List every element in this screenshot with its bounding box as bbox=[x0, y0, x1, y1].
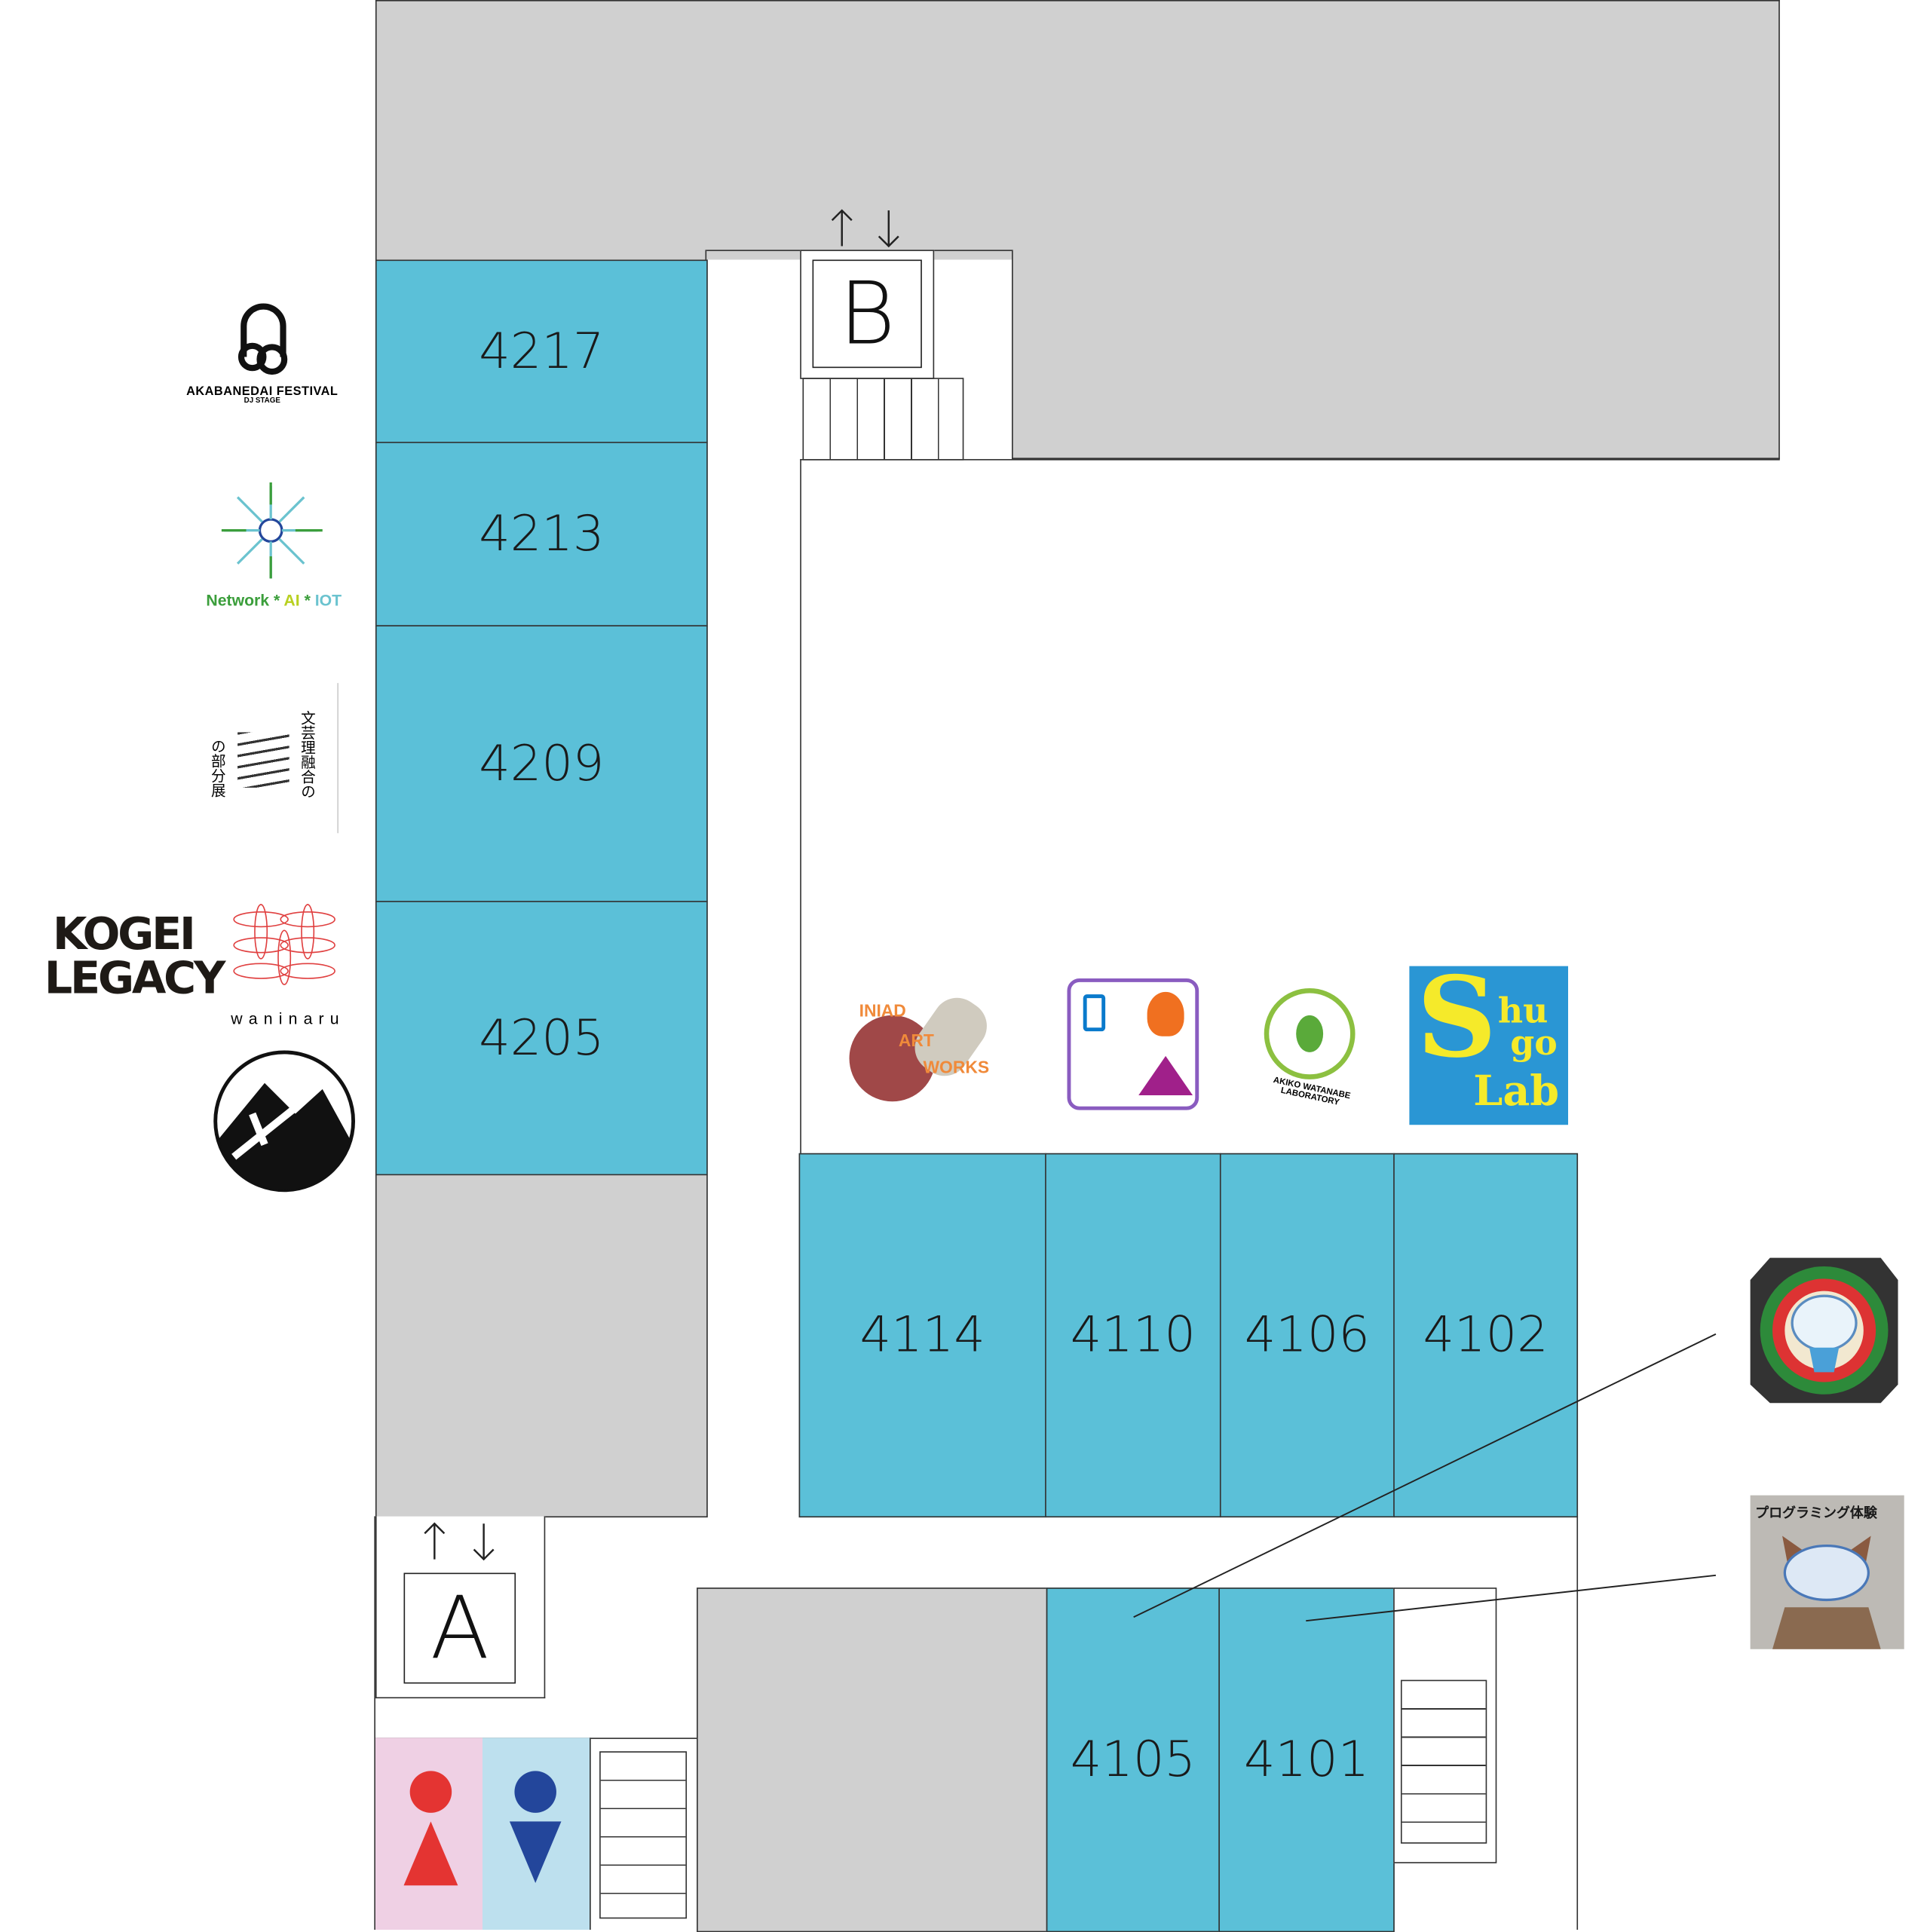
room-4209[interactable]: 4209 bbox=[375, 625, 708, 902]
stairs-right bbox=[1400, 1679, 1487, 1844]
logo-text: の部分展 bbox=[209, 738, 227, 798]
network-ai-iot-logo: Network * AI * IOT bbox=[191, 591, 357, 609]
room-4205[interactable]: 4205 bbox=[375, 901, 708, 1176]
room-4217[interactable]: 4217 bbox=[375, 259, 708, 443]
phone-icon bbox=[1083, 994, 1106, 1032]
logo-text: AKABANEDAI FESTIVAL bbox=[186, 385, 339, 399]
scribble-glyph-icon bbox=[237, 732, 290, 788]
room-4102[interactable]: 4102 bbox=[1393, 1153, 1579, 1518]
elevator-a[interactable]: A bbox=[403, 1572, 516, 1684]
logo-text: ART bbox=[898, 1030, 934, 1050]
mountain-airplane-logo bbox=[213, 1050, 356, 1193]
room-4110[interactable]: 4110 bbox=[1045, 1153, 1221, 1518]
unused-area-top bbox=[375, 0, 1780, 260]
stairs-left bbox=[599, 1751, 688, 1919]
men-icon bbox=[509, 1771, 562, 1883]
circuit-icon bbox=[221, 482, 323, 579]
akiko-watanabe-lab-logo: AKIKO WATANABE LABORATORY bbox=[1249, 978, 1372, 1107]
iniad-art-works-logo: INIAD ART WORKS bbox=[849, 987, 1003, 1107]
elevator-b[interactable]: B bbox=[812, 259, 922, 369]
logo-text: Network bbox=[206, 590, 270, 610]
room-4114[interactable]: 4114 bbox=[798, 1153, 1046, 1518]
logo-text: AI bbox=[283, 590, 300, 610]
logo-text: hu bbox=[1497, 990, 1549, 1032]
up-down-arrows-a bbox=[424, 1522, 495, 1561]
unused-area-bottom bbox=[697, 1588, 1048, 1932]
logo-text: IOT bbox=[314, 590, 342, 610]
akabanedai-festival-logo: AKABANEDAI FESTIVAL DJ STAGE bbox=[185, 385, 340, 405]
room-4101[interactable]: 4101 bbox=[1218, 1588, 1395, 1932]
waninaru-logo: waninaru bbox=[231, 1009, 345, 1028]
headphones-icon bbox=[237, 303, 288, 375]
logo-text: WORKS bbox=[923, 1057, 990, 1077]
stairs-b bbox=[802, 378, 964, 461]
unused-area-left bbox=[375, 1174, 708, 1518]
up-down-arrows-b bbox=[831, 209, 899, 248]
unused-area-top-right bbox=[1012, 250, 1780, 459]
darts-mascot-image bbox=[1750, 1257, 1898, 1404]
mobile-samurai-logo bbox=[1067, 978, 1199, 1110]
room-4105[interactable]: 4105 bbox=[1046, 1588, 1220, 1932]
logo-text: Lab bbox=[1473, 1067, 1560, 1116]
logo-text: 文芸理融合の bbox=[299, 710, 317, 799]
tent-icon bbox=[1138, 1055, 1193, 1096]
pointer-line-darts bbox=[1133, 1333, 1717, 1618]
kogei-legacy-logo: KOGEI LEGACY bbox=[44, 909, 226, 1005]
bungei-logo: 文芸理融合の の部分展 bbox=[203, 683, 339, 834]
room-4213[interactable]: 4213 bbox=[375, 442, 708, 627]
logo-subtext: DJ STAGE bbox=[244, 397, 280, 406]
waninaru-pattern-icon bbox=[233, 904, 335, 985]
separator: * bbox=[304, 590, 311, 610]
separator: * bbox=[274, 590, 280, 610]
women-icon bbox=[403, 1771, 458, 1886]
logo-text: KOGEI bbox=[52, 909, 196, 960]
room-4106[interactable]: 4106 bbox=[1219, 1153, 1395, 1518]
logo-text: go bbox=[1510, 1022, 1558, 1064]
shugo-lab-logo: S hu go Lab bbox=[1409, 957, 1568, 1125]
logo-text: INIAD bbox=[859, 1000, 906, 1021]
pointer-line-programming bbox=[1306, 1574, 1717, 1622]
samurai-icon bbox=[1147, 991, 1184, 1036]
logo-text: S bbox=[1417, 952, 1497, 1083]
programming-experience-label: プログラミング体験 bbox=[1755, 1506, 1877, 1521]
programming-mascot-image bbox=[1750, 1495, 1904, 1649]
logo-text: LEGACY bbox=[44, 954, 226, 1005]
